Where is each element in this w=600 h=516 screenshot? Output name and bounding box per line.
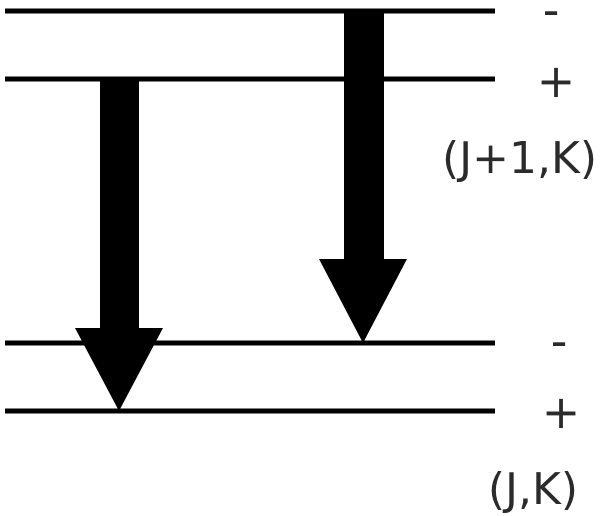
- upper-level-plus-label: +: [537, 54, 576, 108]
- transition-arrow-plus-to-plus: [75, 79, 163, 411]
- upper-state-label: (J+1,K): [442, 133, 597, 184]
- lower-level-plus-label: +: [542, 385, 581, 439]
- lower-state-label: (J,K): [488, 464, 578, 515]
- transition-arrow-minus-to-minus: [319, 11, 407, 343]
- upper-level-minus-label: -: [543, 0, 560, 37]
- lower-level-minus-label: -: [551, 314, 568, 368]
